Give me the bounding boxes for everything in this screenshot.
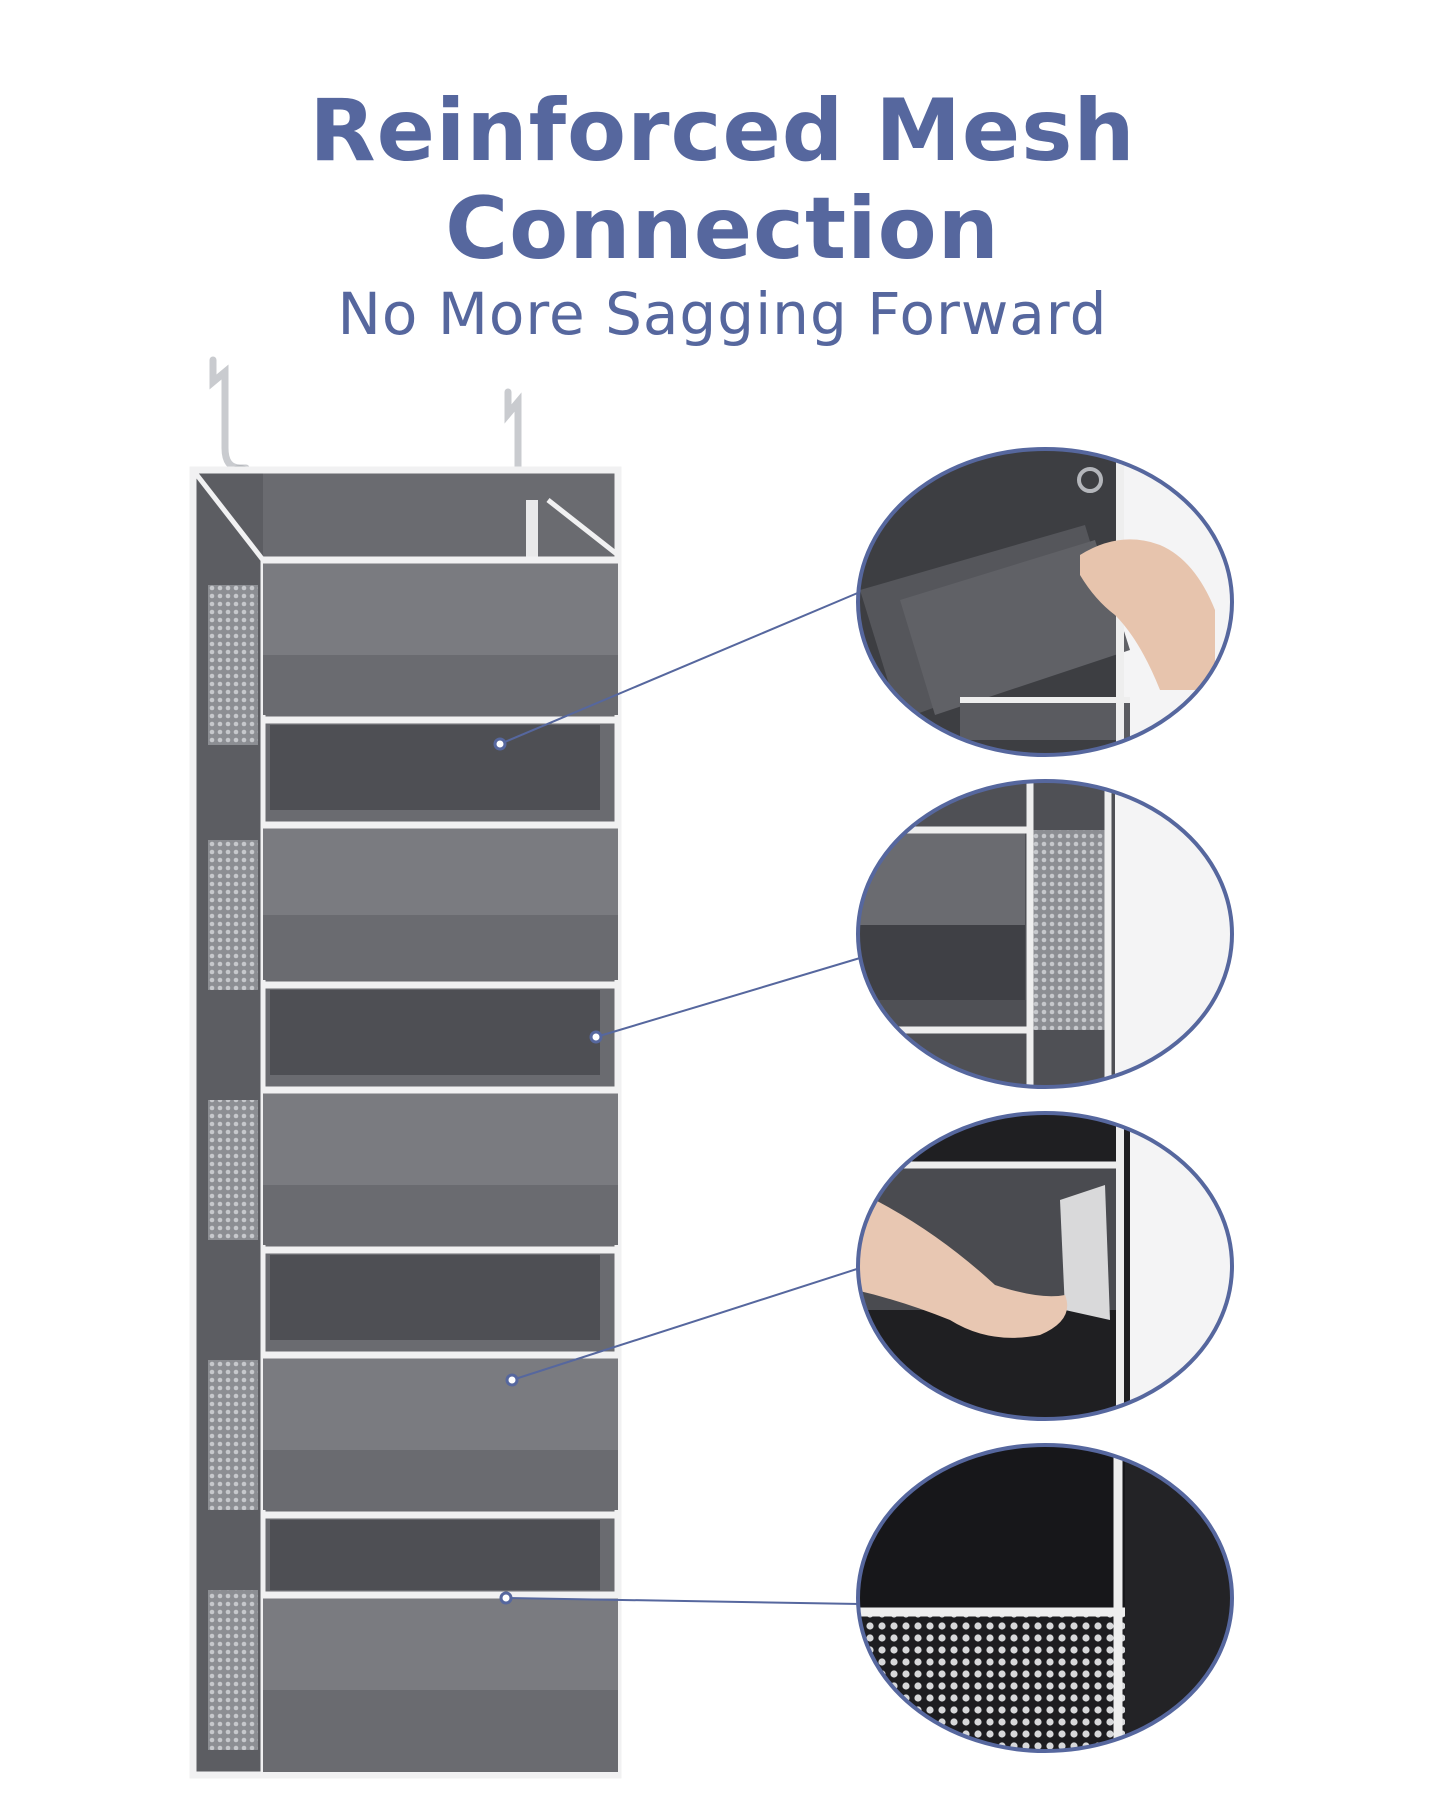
side-mesh-pocket-3: [208, 1100, 258, 1240]
callout-dot-3: [505, 1373, 519, 1387]
title-line-2: Connection: [445, 179, 1000, 279]
pocket-row-7: [263, 1351, 618, 1510]
pocket-row-3: [263, 821, 618, 980]
over-door-organizer: [189, 466, 622, 1779]
callout-dot-1: [493, 737, 507, 751]
pocket-row-5: [263, 1086, 618, 1245]
side-mesh-pocket-2: [208, 840, 258, 990]
callout-connectors: [499, 591, 861, 1605]
callout-dot-4: [499, 1591, 513, 1605]
side-mesh-pocket-4: [208, 1360, 258, 1510]
title-line-1: Reinforced Mesh: [309, 81, 1136, 181]
detail-circle-top-pocket: [856, 447, 1234, 757]
callout-dots: [493, 737, 603, 1605]
subtitle: No More Sagging Forward: [337, 280, 1108, 348]
pocket-row-8: [263, 1511, 618, 1590]
side-mesh-pocket-1: [208, 585, 258, 745]
pocket-row-1: [263, 556, 618, 715]
detail-circle-board-removal: [856, 1111, 1234, 1421]
detail-circle-side-mesh: [856, 779, 1234, 1089]
side-mesh-pocket-5: [208, 1590, 258, 1750]
pocket-row-2: [263, 716, 618, 810]
pocket-row-9: [263, 1591, 618, 1772]
pocket-row-4: [263, 981, 618, 1075]
pocket-row-6: [263, 1246, 618, 1340]
callout-dot-2: [589, 1030, 603, 1044]
detail-circle-mesh-seam: [856, 1443, 1234, 1753]
